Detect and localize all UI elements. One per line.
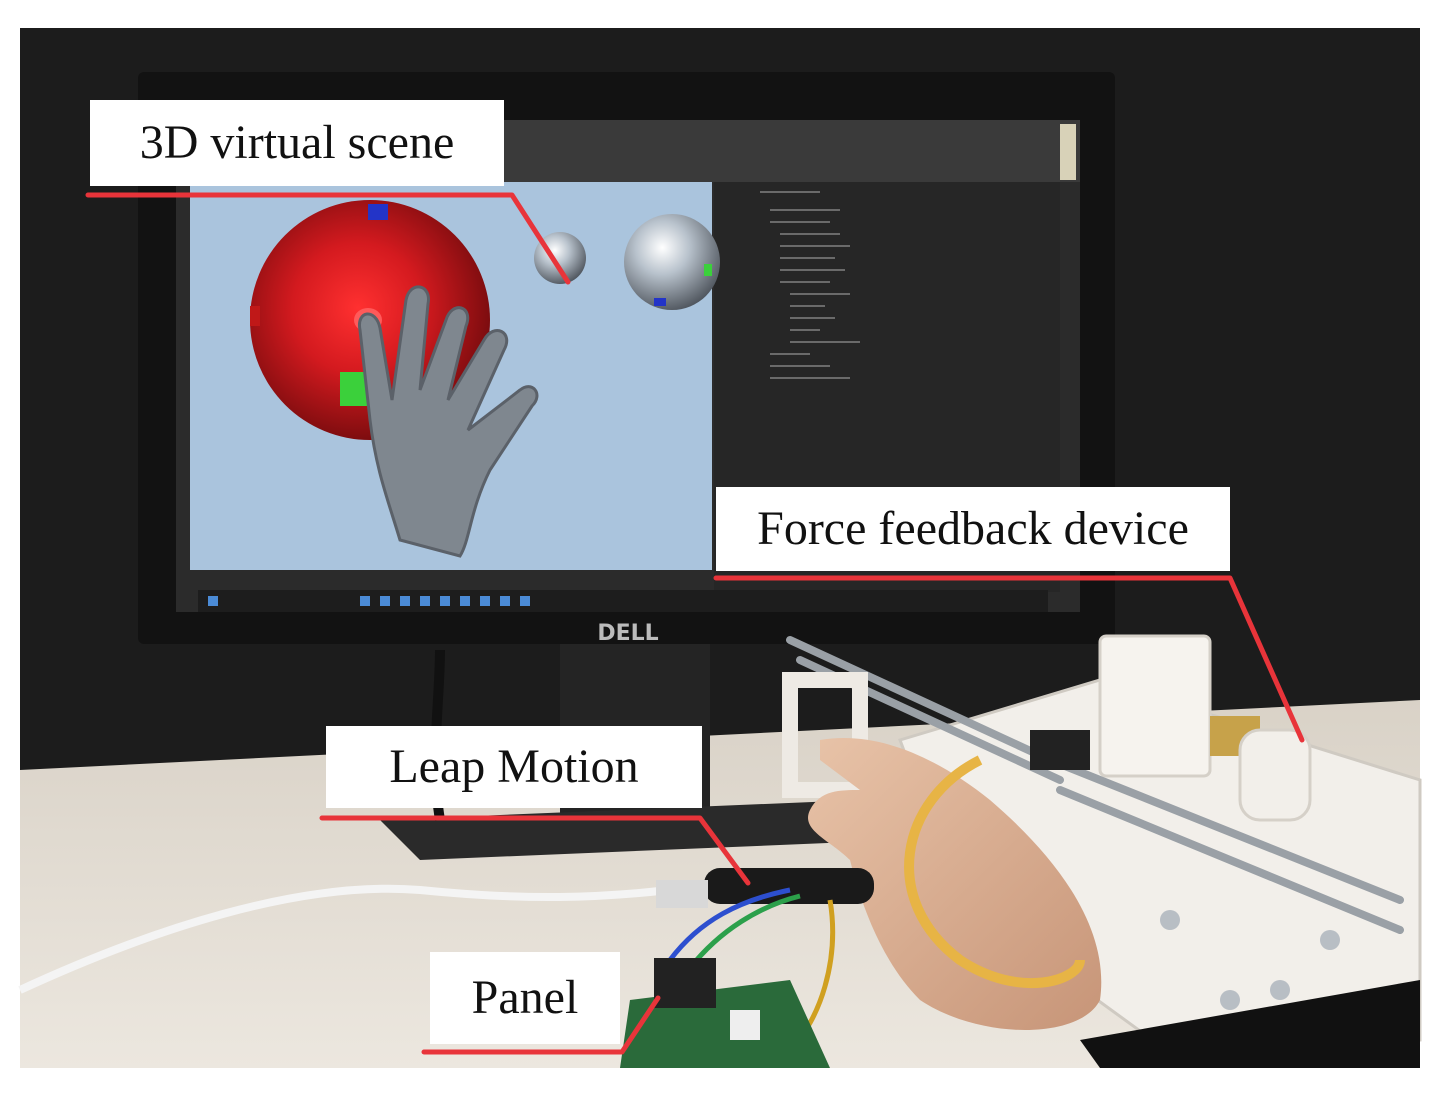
leader-scene <box>85 192 571 285</box>
green-marker-2 <box>704 264 712 276</box>
leader-force <box>713 575 1305 743</box>
os-taskbar <box>198 590 1048 612</box>
monitor-brand-logo: DELL <box>597 621 658 646</box>
user-hand <box>808 738 1102 1030</box>
red-marker <box>250 306 260 326</box>
usb-cable <box>18 882 701 994</box>
editor-window-edge <box>1060 124 1076 180</box>
device-motor-housing <box>1098 634 1212 778</box>
green-wire <box>688 893 801 970</box>
large-silver-sphere <box>624 214 720 310</box>
label-leap-motion: Leap Motion <box>326 726 702 808</box>
device-bearing-mount <box>1238 728 1312 822</box>
device-slider-block <box>1030 730 1090 770</box>
label-panel: Panel <box>430 952 620 1044</box>
annotation-leaders <box>85 192 1305 1055</box>
board-module <box>654 958 716 1008</box>
leader-panel <box>421 995 661 1055</box>
label-3d-virtual-scene: 3D virtual scene <box>90 100 504 186</box>
blue-marker-2 <box>654 298 666 306</box>
usb-plug <box>656 880 708 908</box>
board-connector <box>730 1010 760 1040</box>
blue-marker <box>368 204 388 220</box>
project-tree-lines <box>760 191 860 379</box>
ribbon-cable <box>904 755 1085 988</box>
device-screws <box>1160 910 1340 1010</box>
monitor-base <box>380 800 900 860</box>
leader-leap <box>319 815 751 886</box>
label-force-feedback-device: Force feedback device <box>716 487 1230 571</box>
taskbar-icons <box>208 596 530 606</box>
user-sleeve <box>1080 980 1420 1068</box>
finger-ring <box>782 672 868 798</box>
virtual-hand-model <box>358 285 539 558</box>
blue-wire <box>668 887 791 962</box>
